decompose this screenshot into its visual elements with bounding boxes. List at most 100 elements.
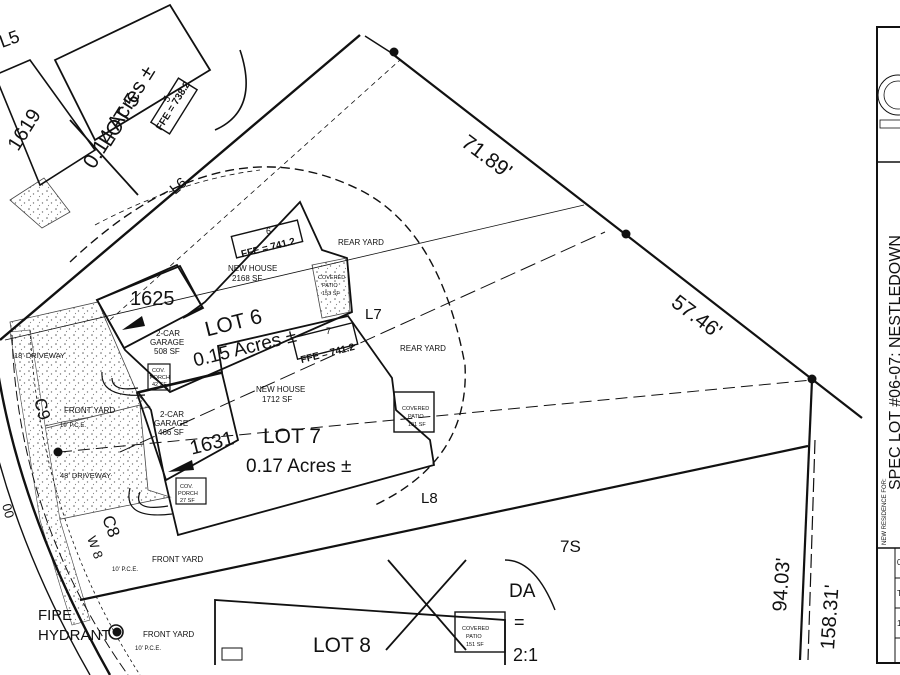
rear-yard-6: REAR YARD bbox=[338, 238, 384, 247]
property-corner-marker bbox=[807, 374, 817, 384]
walkway-lot-6 bbox=[111, 377, 139, 390]
curve-label-c8: C8 bbox=[98, 513, 123, 540]
property-corner-marker bbox=[621, 229, 631, 239]
dimension-rear-upper: 71.89' bbox=[457, 131, 516, 183]
driveway-6-label: 18' DRIVEWAY bbox=[14, 351, 65, 360]
patio-8-title: COVERED bbox=[462, 626, 489, 632]
architect-seal bbox=[883, 80, 900, 110]
seal-plate bbox=[879, 119, 900, 129]
street-width-label: W 8 bbox=[84, 534, 106, 561]
title-block: SPEC LOT #06-07: NESTLEDOWN NEW RESIDENC… bbox=[876, 26, 900, 664]
fire-hydrant-icon bbox=[108, 624, 124, 640]
title-cell: T bbox=[897, 589, 900, 598]
title-cell: 0 bbox=[897, 558, 900, 567]
property-line bbox=[364, 35, 391, 53]
walkway-lot-7 bbox=[138, 491, 169, 508]
side-property-line bbox=[798, 379, 814, 661]
curve-label-c9: C9 bbox=[30, 396, 54, 422]
address-box-lot-6 bbox=[95, 264, 204, 350]
easement-line bbox=[29, 329, 141, 675]
address-arrow bbox=[122, 316, 145, 330]
front-yard-7: FRONT YARD bbox=[152, 555, 203, 564]
patio-8-area: 151 SF bbox=[466, 642, 484, 648]
walkway-lot-7 bbox=[128, 487, 173, 516]
street-label: DA bbox=[509, 581, 536, 602]
property-corner-marker bbox=[53, 447, 63, 457]
house-6-title: NEW HOUSE bbox=[228, 264, 277, 273]
property-corner-marker bbox=[389, 47, 399, 57]
garage-7-area: 466 SF bbox=[158, 428, 184, 437]
ffe-box-lot-5 bbox=[149, 77, 199, 135]
patio-lot-7 bbox=[393, 391, 435, 433]
dimension-rear-lower: 57.46' bbox=[667, 291, 726, 343]
right-of-way-line bbox=[11, 334, 129, 675]
patio-7-title2: PATIO bbox=[408, 414, 424, 420]
lot-6-number: 6 bbox=[266, 226, 271, 236]
garage-lot-7 bbox=[135, 371, 240, 482]
porch-lot-7 bbox=[175, 477, 207, 505]
lot-7-address: 1631 bbox=[188, 427, 237, 459]
ffe-box-lot-7 bbox=[291, 321, 359, 361]
lot-7-ffe: FFE = 741.2 bbox=[300, 342, 357, 366]
porch-lot-8 bbox=[221, 647, 243, 661]
address-arrow bbox=[168, 460, 194, 472]
property-line-lot-5-6 bbox=[0, 34, 361, 341]
line-label-l8: L8 bbox=[421, 490, 438, 507]
porch-6-title: COV. bbox=[152, 368, 165, 374]
architect-seal bbox=[877, 74, 900, 116]
title-cell: 1 bbox=[897, 619, 900, 628]
lot-5-division bbox=[69, 119, 139, 196]
garage-6-title: 2-CAR bbox=[156, 329, 180, 338]
patio-6-title2: PATIO bbox=[322, 283, 338, 289]
lot-6-ffe: FFE = 741.2 bbox=[240, 236, 297, 260]
line-label-l7: L7 bbox=[365, 306, 382, 323]
garage-6-area: 508 SF bbox=[154, 347, 180, 356]
lot-7-label: LOT 7 bbox=[263, 425, 321, 448]
porch-7-area: 27 SF bbox=[180, 498, 195, 504]
setback-line bbox=[119, 231, 606, 453]
house-lot-5 bbox=[53, 3, 212, 142]
fire-hydrant-label: FIRE bbox=[38, 607, 72, 624]
pce-8: 10' P.C.E. bbox=[135, 646, 161, 652]
garage-6-title2: GARAGE bbox=[150, 338, 184, 347]
new-residence-label: NEW RESIDENCE FOR: bbox=[882, 478, 888, 545]
grading-line bbox=[504, 559, 556, 611]
porch-6-area: 42 SF bbox=[152, 382, 167, 388]
patio-6-area: 153 SF bbox=[322, 291, 340, 297]
lot-5-walk bbox=[214, 49, 247, 131]
porch-7-title: COV. bbox=[180, 484, 193, 490]
tree-removal-x bbox=[385, 559, 467, 651]
lot-5: LOT 5 0.14 Acres ± 5 FFE = 738.2 1619 L5 bbox=[0, 3, 247, 196]
porch-lot-6 bbox=[147, 363, 171, 391]
lot-7-acres: 0.17 Acres ± bbox=[246, 456, 351, 477]
patio-6-title: COVERED bbox=[318, 275, 345, 281]
curb-line bbox=[0, 376, 112, 675]
garage-lot-5 bbox=[0, 59, 97, 187]
street-label-partial: 00 bbox=[0, 502, 17, 520]
porch-6-title2: PORCH bbox=[150, 375, 170, 381]
lot-line-6-7 bbox=[4, 204, 585, 341]
slope-label: = bbox=[514, 612, 525, 632]
driveway-lot-5 bbox=[9, 177, 71, 229]
patio-7-title: COVERED bbox=[402, 406, 429, 412]
house-7-title: NEW HOUSE bbox=[256, 385, 305, 394]
curb-line bbox=[0, 461, 91, 675]
pce-7: 10' P.C.E. bbox=[112, 567, 138, 573]
garage-7-title2: GARAGE bbox=[154, 419, 188, 428]
lot-7-number: 7 bbox=[326, 326, 331, 336]
house-6-area: 2168 SF bbox=[232, 274, 262, 283]
lot-label-partial: L5 bbox=[0, 26, 22, 52]
setback-line bbox=[807, 439, 816, 661]
building-setback bbox=[69, 166, 466, 506]
setback-line bbox=[94, 169, 261, 226]
lot-5-acres: 0.14 Acres ± bbox=[79, 62, 160, 173]
fire-hydrant-label: HYDRANT bbox=[38, 627, 111, 644]
patio-7-area: 101 SF bbox=[408, 422, 426, 428]
porch-7-title2: PORCH bbox=[178, 491, 198, 497]
front-yard-8: FRONT YARD bbox=[143, 630, 194, 639]
lot-8-label: LOT 8 bbox=[313, 634, 371, 657]
rear-yard-7: REAR YARD bbox=[400, 344, 446, 353]
patio-lot-8 bbox=[454, 611, 506, 653]
lot-5-number: 5 bbox=[161, 94, 174, 105]
